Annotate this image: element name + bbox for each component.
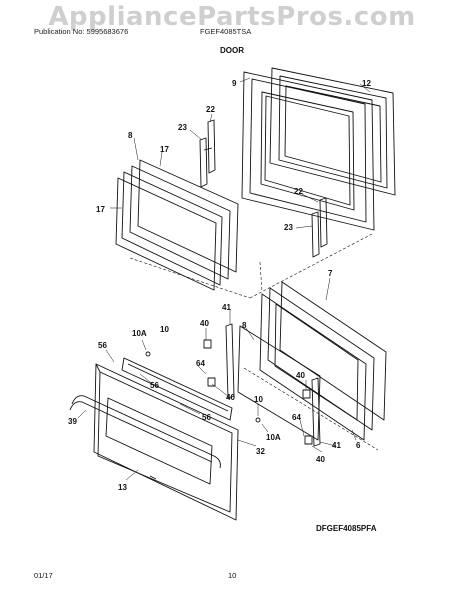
drawing-id: DFGEF4085PFA [316,524,377,533]
callout-56: 56 [150,381,159,390]
callout-56: 56 [202,413,211,422]
model-number: FGEF4085TSA [200,27,252,36]
leader-lines [77,77,371,481]
callout-8: 8 [242,321,247,330]
callout-40: 40 [226,393,235,402]
part-7-inner-door [259,281,387,441]
callout-23: 23 [178,123,187,132]
callout-40: 40 [296,371,305,380]
callout-17: 17 [96,205,105,214]
callout-23: 23 [284,223,293,232]
callout-22: 22 [294,187,303,196]
part-12-frame [269,67,396,196]
hinge-lower [311,197,328,258]
part-10-screws [145,351,261,423]
callout-10A: 10A [266,433,281,442]
callout-10: 10 [254,395,263,404]
callout-labels: 9 12 22 23 8 17 17 22 23 7 41 8 40 10A 1… [68,79,371,492]
part-56-vent [121,357,233,421]
callout-9: 9 [232,79,237,88]
part-13-outer-door [69,363,239,521]
callout-64: 64 [196,359,205,368]
callout-56: 56 [98,341,107,350]
publication-number: Publication No: 5995683676 [34,27,129,36]
part-40-clips [203,339,313,445]
callout-12: 12 [362,79,371,88]
glass-pack-upper [115,159,239,291]
part-9-frame [241,71,375,231]
callout-10A: 10A [132,329,147,338]
callout-6: 6 [356,441,361,450]
callout-13: 13 [118,483,127,492]
callout-40: 40 [200,319,209,328]
callout-41: 41 [222,303,231,312]
callout-32: 32 [256,447,265,456]
callout-10: 10 [160,325,169,334]
callout-40: 40 [316,455,325,464]
callout-41: 41 [332,441,341,450]
callout-22: 22 [206,105,215,114]
callout-7: 7 [328,269,333,278]
callout-64: 64 [292,413,301,422]
part-8-glass [237,325,321,441]
footer-page-number: 10 [228,571,237,580]
footer-date: 01/17 [34,571,53,580]
part-41-bracket [225,323,321,447]
callout-17: 17 [160,145,169,154]
hinge-upper [199,119,216,188]
callout-39: 39 [68,417,77,426]
callout-8: 8 [128,131,133,140]
section-title: DOOR [220,46,244,55]
watermark-logo: AppliancePartsPros.com [48,2,416,32]
